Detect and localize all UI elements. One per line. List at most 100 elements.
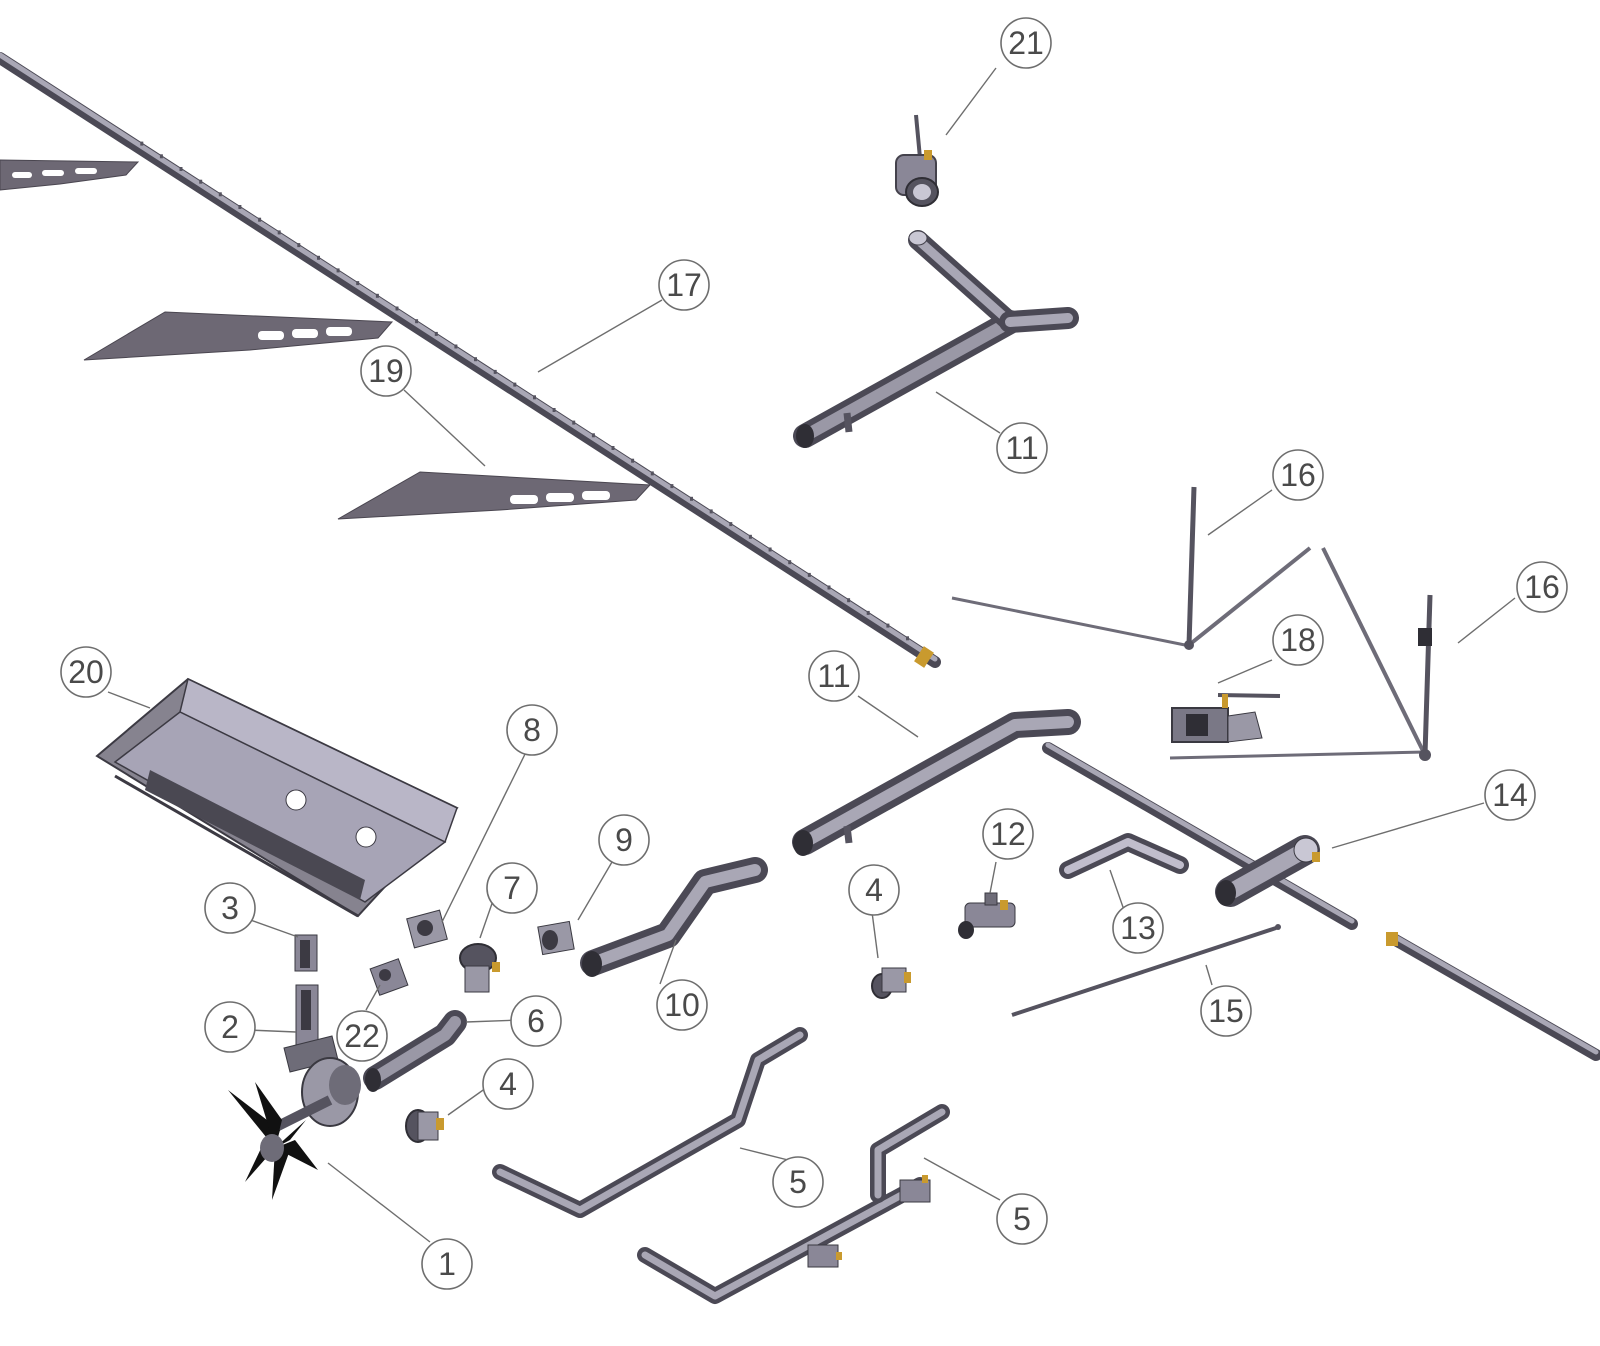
boom-stud (356, 281, 360, 286)
svg-text:20: 20 (68, 654, 104, 690)
part-8-fitting (406, 909, 448, 949)
part-12-tee-valve (958, 892, 1016, 939)
callout-3: 3 (204, 882, 256, 934)
svg-text:11: 11 (817, 658, 850, 694)
boom-stud (631, 458, 635, 463)
boom-stud (297, 243, 301, 248)
callout-13: 13 (1112, 902, 1164, 954)
boom-stud (768, 547, 772, 552)
boom-stud (317, 255, 320, 260)
callout-10: 10 (656, 979, 708, 1031)
boom-stud (866, 610, 870, 615)
blade-plate-top (0, 159, 140, 191)
boom-stud (709, 509, 713, 514)
boom-stud (807, 572, 811, 577)
callout-21: 21 (1000, 17, 1052, 69)
svg-text:1: 1 (438, 1246, 456, 1282)
part-21-valve (895, 114, 939, 207)
boom-stud (670, 484, 674, 489)
boom-stud (906, 636, 909, 641)
boom-stud (533, 395, 536, 400)
boom-stud (611, 446, 615, 450)
part-5-upper-pipe (492, 1027, 808, 1218)
callout-2: 2 (204, 1001, 256, 1053)
part-4-left-coupler (405, 1109, 444, 1143)
part-9-fitting (537, 920, 575, 956)
blade-plate-middle (83, 311, 394, 361)
callout-19: 19 (360, 345, 412, 397)
svg-text:2: 2 (221, 1009, 239, 1045)
part-5-lower-manifold (637, 1104, 950, 1304)
part-16-struts (951, 486, 1433, 761)
part-4-center-coupler (871, 967, 911, 999)
callout-1: 1 (421, 1238, 473, 1290)
boom-stud (748, 534, 752, 539)
boom-stud (454, 344, 458, 349)
callout-22: 22 (336, 1010, 388, 1062)
boom-stud (690, 496, 693, 501)
part-19-blade-plates (0, 159, 652, 520)
callout-9: 9 (598, 814, 650, 866)
boom-stud (395, 306, 399, 311)
callout-5-upper: 5 (772, 1156, 824, 1208)
part-11-upper-y-pipe (793, 230, 1079, 448)
svg-text:17: 17 (666, 267, 702, 303)
part-1-fan-hub (228, 1057, 361, 1200)
callout-20: 20 (60, 646, 112, 698)
fan-blades (228, 1082, 318, 1200)
boom-stud (552, 408, 556, 412)
callout-14: 14 (1484, 769, 1536, 821)
svg-text:3: 3 (221, 890, 239, 926)
svg-text:16: 16 (1524, 569, 1560, 605)
boom-stud (258, 217, 262, 222)
boom-stud (375, 293, 379, 298)
callout-4-left: 4 (482, 1058, 534, 1110)
callout-11-upper: 11 (996, 422, 1048, 474)
svg-text:19: 19 (368, 353, 404, 389)
tee-body (1215, 835, 1320, 907)
callout-16-right: 16 (1516, 561, 1568, 613)
boom-stud (650, 471, 654, 476)
svg-text:21: 21 (1008, 25, 1044, 61)
svg-text:5: 5 (1013, 1201, 1031, 1237)
boom-stud (788, 560, 792, 565)
part-3-bracket (294, 934, 318, 972)
boom-stud (572, 420, 576, 425)
boom-stud (238, 205, 242, 209)
part-17-boom-tube (0, 52, 941, 668)
part-13-l-pipe (1059, 833, 1189, 879)
part-10-s-pipe (580, 857, 768, 977)
part-17-end-fitting (914, 646, 934, 668)
svg-text:22: 22 (344, 1018, 380, 1054)
callout-15: 15 (1200, 985, 1252, 1037)
boom-stud (415, 319, 419, 324)
part-6-pipe (363, 1010, 467, 1092)
svg-text:14: 14 (1492, 777, 1528, 813)
boom-studs (140, 141, 909, 641)
boom-stud (199, 179, 203, 184)
svg-text:12: 12 (990, 816, 1026, 852)
svg-text:15: 15 (1208, 993, 1244, 1029)
svg-text:10: 10 (664, 987, 700, 1023)
svg-text:5: 5 (789, 1164, 807, 1200)
callout-11-lower: 11 (808, 650, 860, 702)
svg-text:9: 9 (615, 822, 633, 858)
callout-17: 17 (658, 259, 710, 311)
part-14-tee-and-right-boom (1042, 742, 1600, 1061)
part-15-rod (1011, 924, 1281, 1017)
part-7-elbow (459, 943, 500, 993)
callout-4-center: 4 (848, 864, 900, 916)
callout-16-left: 16 (1272, 449, 1324, 501)
svg-text:4: 4 (865, 872, 883, 908)
callouts: 21 17 19 11 16 16 18 11 20 14 8 7 9 12 1… (60, 17, 1568, 1290)
callout-5-lower: 5 (996, 1193, 1048, 1245)
boom-stud (474, 357, 477, 362)
svg-text:8: 8 (523, 712, 541, 748)
svg-text:11: 11 (1005, 430, 1038, 466)
boom-stud (591, 433, 595, 438)
boom-stud (827, 585, 831, 590)
boom-stud (218, 192, 222, 197)
svg-text:7: 7 (503, 870, 521, 906)
part-11-lower-elbow-pipe (792, 709, 1081, 856)
